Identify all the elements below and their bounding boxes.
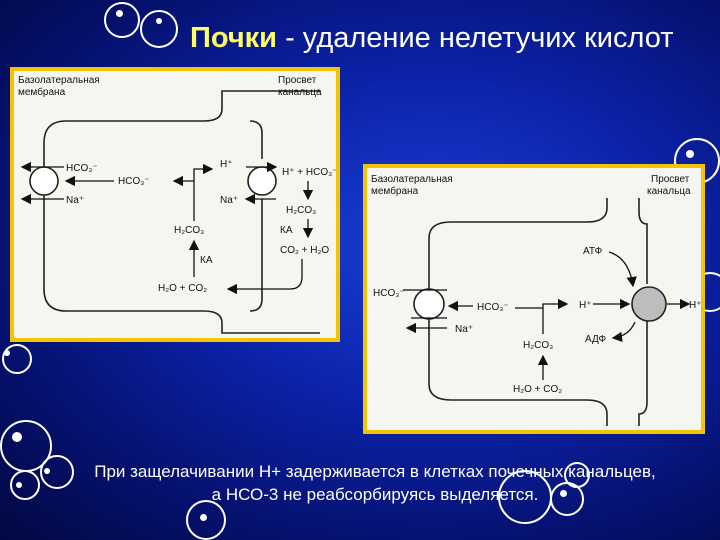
lumen-label-1: Просвет: [278, 75, 317, 86]
bubble-decoration: [564, 462, 590, 488]
lumen-label-1: Просвет: [651, 174, 690, 185]
left-diagram-panel: Базолатеральная мембрана Просвет канальц…: [10, 67, 340, 342]
h2o-co2-label: H₂O + CO₂: [158, 283, 207, 294]
basolateral-label-2: мембрана: [18, 86, 66, 98]
bubble-dot: [156, 18, 162, 24]
bubble-dot: [44, 468, 50, 474]
bubble-decoration: [104, 2, 140, 38]
proton-pump: [631, 286, 667, 322]
ka-cell-label: КА: [200, 255, 213, 266]
bubble-dot: [4, 350, 10, 356]
bubble-dot: [560, 490, 567, 497]
basolateral-transporter: [413, 288, 445, 320]
h2o-co2-label: H₂O + CO₂: [513, 384, 562, 395]
basolateral-transporter: [29, 166, 59, 196]
bubble-dot: [16, 482, 22, 488]
title-bold: Почки: [190, 22, 278, 54]
h-lumen-label: H⁺: [689, 300, 701, 311]
h2co3-lumen-label: H₂CO₃: [286, 205, 316, 216]
h2co3-label: H₂CO₃: [523, 340, 553, 351]
hco3-out-label: HCO₃⁻: [66, 163, 98, 174]
cell-outline: [428, 198, 608, 426]
lumen-label-2: канальца: [647, 186, 691, 197]
na-cell-label: Na⁺: [220, 195, 238, 206]
bubble-dot: [200, 514, 207, 521]
h-cell-label: H⁺: [579, 300, 592, 311]
caption-line-2: а НСО-3 не реабсорбируясь выделяется.: [211, 485, 539, 504]
bubble-decoration: [140, 10, 178, 48]
left-diagram: Базолатеральная мембрана Просвет канальц…: [18, 75, 336, 334]
h2co3-cell-label: H₂CO₃: [174, 225, 204, 236]
basolateral-label-1: Базолатеральная: [371, 174, 453, 185]
ka-lumen-label: КА: [280, 225, 293, 236]
bubble-decoration: [2, 344, 32, 374]
bubble-dot: [12, 432, 22, 442]
na-out-label: Na⁺: [455, 324, 473, 335]
hco3-out-label: HCO₃⁻: [373, 288, 405, 299]
lumen-label-2: канальца: [278, 87, 322, 98]
bubble-decoration: [40, 455, 74, 489]
bubble-decoration: [186, 500, 226, 540]
h-cell-label: H⁺: [220, 159, 233, 170]
bubble-decoration: [10, 470, 40, 500]
adp-label: АДФ: [585, 334, 607, 345]
right-diagram: Базолатеральная мембрана Просвет канальц…: [371, 174, 701, 426]
co2-h2o-label: CO₂ + H₂O: [280, 245, 329, 256]
bubble-dot: [686, 150, 694, 158]
atp-label: АТФ: [583, 246, 603, 257]
caption-line-1: При защелачивании Н+ задерживается в кле…: [94, 462, 656, 481]
right-diagram-panel: Базолатеральная мембрана Просвет канальц…: [363, 164, 705, 434]
title-rest: - удаление нелетучих кислот: [277, 22, 674, 54]
na-out-label: Na⁺: [66, 195, 84, 206]
basolateral-label-2: мембрана: [371, 185, 419, 197]
h-plus-hco3-label: H⁺ + HCO₃⁻: [282, 167, 336, 178]
hco3-cell-label: HCO₃⁻: [118, 176, 150, 187]
bubble-dot: [116, 10, 123, 17]
caption: При защелачивании Н+ задерживается в кле…: [0, 460, 720, 506]
cell-outline: [43, 90, 320, 334]
basolateral-label-1: Базолатеральная: [18, 75, 100, 86]
apical-exchanger: [247, 166, 277, 196]
page-title: Почки - удаление нелетучих кислот: [190, 18, 720, 58]
hco3-cell-label: HCO₃⁻: [477, 302, 509, 313]
